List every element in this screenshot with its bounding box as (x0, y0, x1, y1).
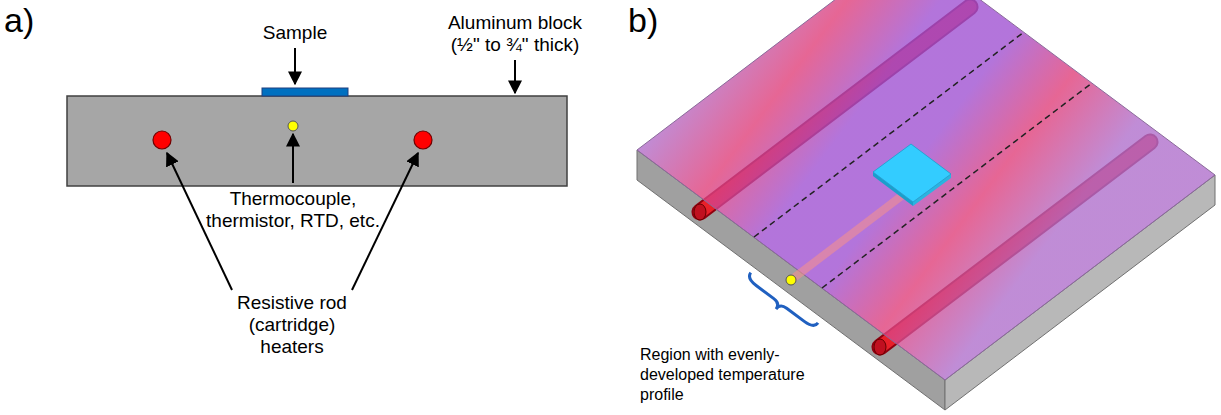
leader-arrow (292, 134, 294, 183)
region-label: Region with evenly-developed temperature… (640, 345, 840, 405)
leader-arrow (514, 60, 516, 93)
leader-arrow (294, 48, 296, 84)
block-top (637, 0, 1215, 380)
part-label: Sample (235, 22, 355, 44)
dashed-boundary (822, 83, 1092, 288)
sample (873, 144, 951, 202)
rod-heater (414, 131, 432, 149)
rod-end (874, 339, 886, 355)
aluminum-block (67, 96, 567, 186)
brace (742, 273, 818, 334)
cross-section (67, 48, 567, 290)
block-3d (637, 0, 1215, 410)
sensor (288, 121, 298, 131)
part-label: Thermocouple, thermistor, RTD, etc. (188, 188, 398, 232)
sensor (786, 275, 796, 285)
rod-heater (153, 131, 171, 149)
sample (262, 88, 348, 96)
leader-lines (167, 48, 515, 290)
brace (742, 273, 818, 334)
rod-end (694, 204, 706, 220)
part-label: Resistive rod (cartridge) heaters (227, 292, 357, 358)
sensor-probe (791, 188, 912, 280)
panel-letter: b) (628, 0, 688, 40)
part-label: Aluminum block (½" to ¾" thick) (435, 12, 595, 56)
panel-letter: a) (4, 0, 64, 40)
